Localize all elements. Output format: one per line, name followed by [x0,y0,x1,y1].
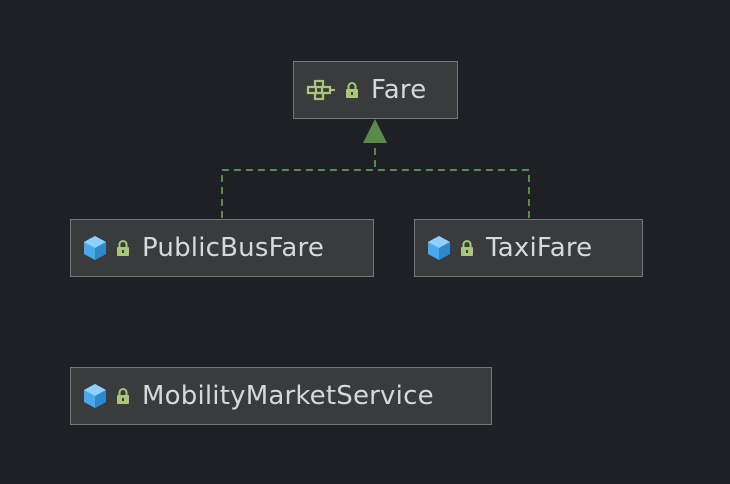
lock-icon [116,239,130,257]
node-publicbusfare[interactable]: PublicBusFare [70,219,374,277]
lock-icon [116,387,130,405]
node-label-fare: Fare [371,75,427,105]
node-label-mobilitymarketservice: MobilityMarketService [142,381,434,411]
class-icon [83,383,107,409]
lock-icon [460,239,474,257]
lock-icon [345,81,359,99]
edge-taxifare-to-fare [375,169,530,218]
class-icon [83,235,107,261]
node-mobilitymarketservice[interactable]: MobilityMarketService [70,367,492,425]
node-taxifare[interactable]: TaxiFare [414,219,643,277]
interface-icon [306,78,336,102]
class-icon [427,235,451,261]
node-label-publicbusfare: PublicBusFare [142,233,325,263]
node-label-taxifare: TaxiFare [486,233,593,263]
implements-arrowhead [363,119,387,143]
edge-publicbusfare-to-fare [221,146,376,218]
node-fare[interactable]: Fare [293,61,458,119]
